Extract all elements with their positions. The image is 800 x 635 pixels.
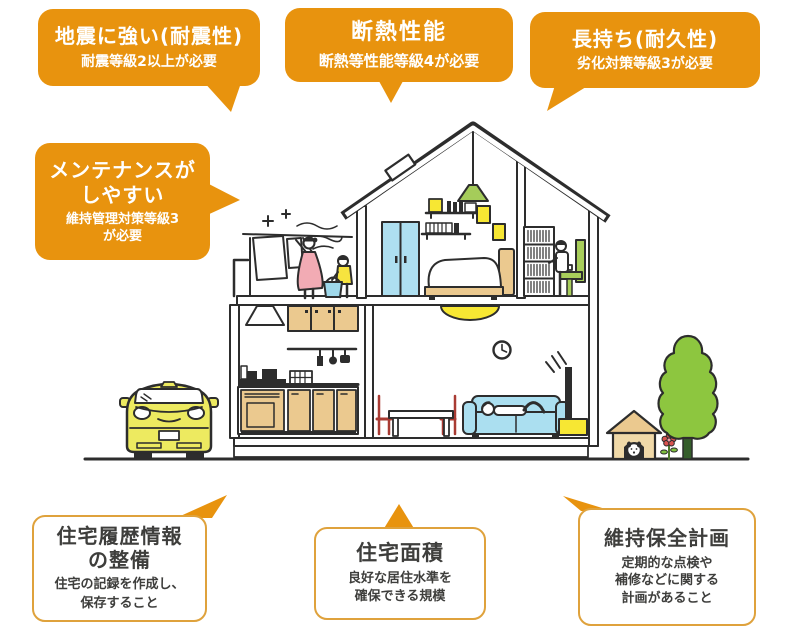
roof bbox=[340, 121, 611, 223]
callout-maintenance-title: メンテナンスが しやすい bbox=[49, 157, 196, 207]
callout-history-title: 住宅履歴情報 の整備 bbox=[56, 524, 183, 573]
person-relaxing bbox=[481, 401, 546, 416]
sofa bbox=[462, 395, 570, 439]
callout-insulation: 断熱性能 断熱等性能等級4が必要 bbox=[285, 8, 513, 82]
dining-table bbox=[388, 410, 454, 437]
skylight bbox=[384, 153, 417, 182]
picture-frame bbox=[476, 205, 491, 224]
kitchen bbox=[237, 305, 360, 435]
callout-area: 住宅面積 良好な居住水準を 確保できる規模 bbox=[314, 527, 486, 620]
tv-stand bbox=[558, 418, 588, 436]
yellow-car bbox=[119, 381, 219, 458]
hanging-utensils bbox=[286, 347, 358, 366]
callout-plan: 維持保全計画 定期的な点検や 補修などに関する 計画があること bbox=[578, 508, 756, 626]
study-corner bbox=[523, 226, 586, 297]
bucket bbox=[323, 276, 343, 298]
house-cross-section-illustration bbox=[83, 121, 750, 461]
callout-plan-title: 維持保全計画 bbox=[604, 526, 730, 551]
laundry-sheet-large bbox=[252, 235, 288, 281]
bedroom bbox=[381, 198, 515, 300]
callout-seismic-subtitle: 耐震等級2以上が必要 bbox=[81, 53, 217, 70]
television bbox=[565, 367, 572, 419]
callout-durability: 長持ち(耐久性) 劣化対策等級3が必要 bbox=[530, 12, 760, 88]
dog-house bbox=[605, 409, 663, 461]
lower-cabinets bbox=[237, 386, 359, 435]
picture-frame bbox=[492, 223, 506, 241]
callout-area-title: 住宅面積 bbox=[356, 540, 444, 565]
wall-shelf-lower bbox=[420, 222, 472, 240]
callout-durability-title: 長持ち(耐久性) bbox=[571, 26, 719, 51]
study-person bbox=[548, 240, 569, 297]
callout-insulation-title: 断熱性能 bbox=[350, 19, 447, 45]
balcony-laundry-scene bbox=[232, 209, 353, 300]
wall-clock bbox=[492, 340, 512, 360]
dining-chair bbox=[375, 394, 393, 436]
callout-area-subtitle: 良好な居住水準を 確保できる規模 bbox=[347, 571, 452, 605]
sound-lines bbox=[545, 351, 567, 373]
callout-durability-subtitle: 劣化対策等級3が必要 bbox=[577, 56, 713, 73]
wind-lines bbox=[296, 222, 343, 250]
callout-seismic: 地震に強い(耐震性) 耐震等級2以上が必要 bbox=[38, 9, 260, 86]
living-dining bbox=[375, 305, 588, 439]
callout-maintenance-subtitle: 維持管理対策等級3 が必要 bbox=[65, 211, 180, 244]
tree bbox=[657, 334, 719, 460]
range-hood bbox=[245, 305, 285, 326]
mother-figure bbox=[295, 236, 324, 300]
ceiling-light bbox=[440, 305, 500, 321]
callout-history: 住宅履歴情報 の整備 住宅の記録を作成し、 保存すること bbox=[32, 515, 207, 622]
pendant-lamp bbox=[457, 131, 489, 202]
callout-maintenance: メンテナンスが しやすい 維持管理対策等級3 が必要 bbox=[35, 143, 210, 260]
dog bbox=[626, 441, 642, 458]
stove-top bbox=[240, 365, 286, 386]
wall-shelf-upper bbox=[424, 198, 480, 219]
house-structure bbox=[229, 157, 599, 458]
sparkle-icon bbox=[262, 215, 274, 227]
callout-seismic-title: 地震に強い(耐震性) bbox=[54, 24, 244, 49]
callout-insulation-subtitle: 断熱等性能等級4が必要 bbox=[318, 51, 480, 70]
callout-plan-subtitle: 定期的な点検や 補修などに関する 計画があること bbox=[614, 555, 719, 606]
balcony-railing bbox=[232, 258, 250, 298]
callout-history-subtitle: 住宅の記録を作成し、 保存すること bbox=[54, 577, 185, 611]
sparkle-icon bbox=[281, 209, 291, 219]
laundry-line bbox=[242, 233, 353, 238]
upper-cabinets bbox=[287, 305, 359, 332]
bed bbox=[424, 248, 515, 300]
